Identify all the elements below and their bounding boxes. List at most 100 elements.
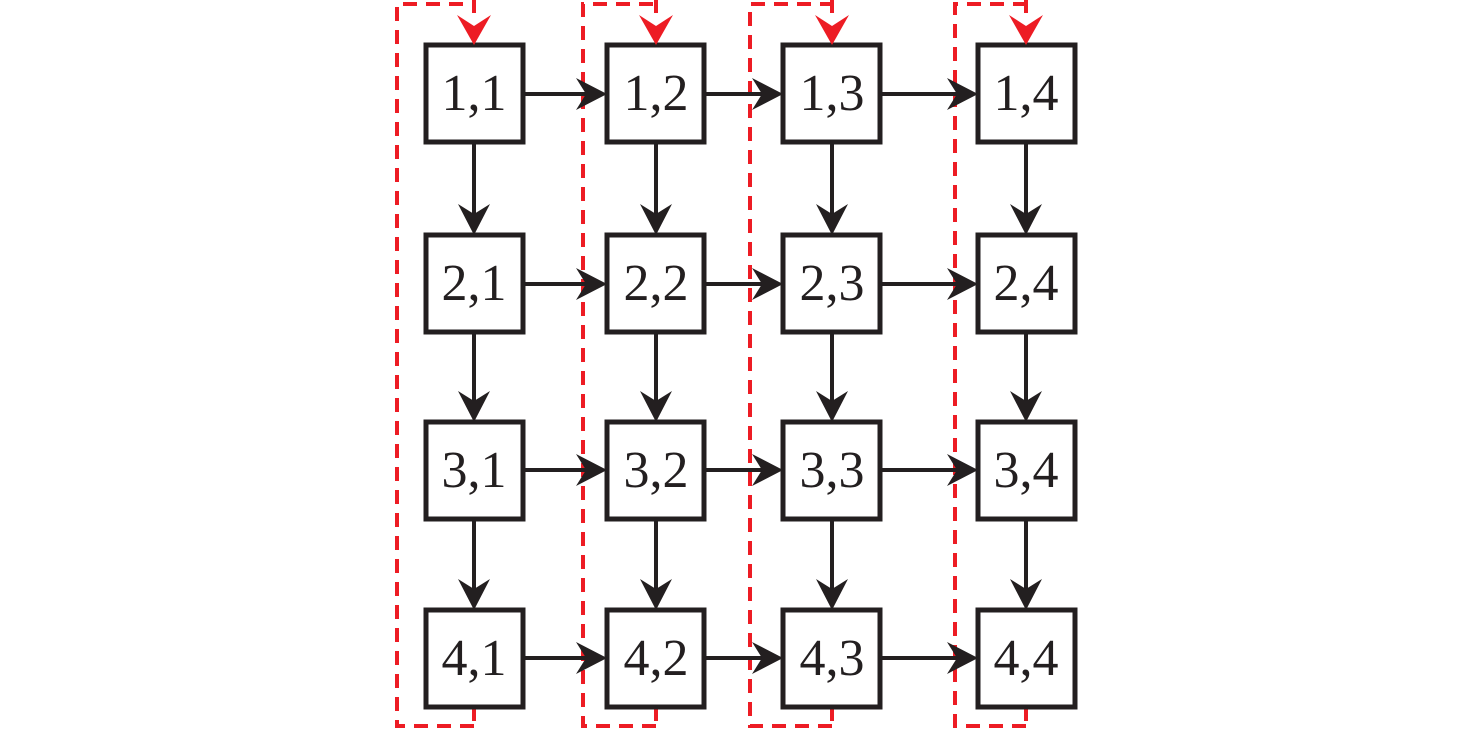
arrow-down-2-4-to-3-4 [1010,332,1042,422]
arrowhead-down [458,391,490,422]
arrowhead-down [1010,391,1042,422]
arrowhead-right [752,454,783,486]
node-box [423,607,526,710]
node-label: 4,3 [800,630,865,687]
node-2-3: 2,3 [780,232,883,335]
node-box [423,42,526,145]
node-label: 2,2 [624,255,689,312]
node-box [604,419,707,522]
arrow-down-3-3-to-4-3 [816,519,848,610]
node-box [604,232,707,335]
node-box [975,42,1078,145]
arrowhead-down [816,579,848,610]
node-3-4: 3,4 [975,419,1078,522]
arrow-down-2-1-to-3-1 [458,332,490,422]
node-2-1: 2,1 [423,232,526,335]
arrowhead-right [576,642,607,674]
feedback-loop-column-3 [748,0,834,728]
node-box [423,419,526,522]
arrowhead-right [947,78,978,110]
arrow-right-1-3-to-1-4 [880,78,978,110]
node-label: 3,1 [442,442,507,499]
node-box [975,419,1078,522]
feedback-dashed-path [581,2,656,728]
arrow-right-4-3-to-4-4 [880,642,978,674]
arrow-right-1-1-to-1-2 [523,78,607,110]
node-label: 1,1 [442,65,507,122]
node-4-1: 4,1 [423,607,526,710]
node-label: 4,2 [624,630,689,687]
feedback-arrowhead-column-4 [1009,15,1043,45]
node-label: 1,2 [624,65,689,122]
feedback-arrowhead-column-2 [639,15,673,45]
arrowhead-down [458,204,490,235]
feedback-arrowhead-column-1 [457,15,491,45]
node-1-3: 1,3 [780,42,883,145]
arrowhead-right [752,268,783,300]
arrowhead-down [816,204,848,235]
node-label: 1,3 [800,65,865,122]
arrow-right-3-1-to-3-2 [523,454,607,486]
arrow-down-1-4-to-2-4 [1010,142,1042,235]
arrowhead-right [576,78,607,110]
arrowhead-right [752,78,783,110]
arrow-down-2-3-to-3-3 [816,332,848,422]
arrowhead-down [640,204,672,235]
node-4-3: 4,3 [780,607,883,710]
arrow-right-4-2-to-4-3 [704,642,783,674]
node-1-4: 1,4 [975,42,1078,145]
feedback-dashed-path [953,2,1026,728]
node-label: 2,1 [442,255,507,312]
node-3-1: 3,1 [423,419,526,522]
arrowhead-down [458,579,490,610]
feedback-dashed-path [395,2,474,728]
node-label: 3,2 [624,442,689,499]
arrowhead-right [752,642,783,674]
arrow-right-2-1-to-2-2 [523,268,607,300]
arrow-down-1-2-to-2-2 [640,142,672,235]
arrow-down-1-1-to-2-1 [458,142,490,235]
arrowhead-right [947,642,978,674]
feedback-loop-column-1 [395,0,476,728]
node-box [780,607,883,710]
node-1-2: 1,2 [604,42,707,145]
arrowhead-right [947,454,978,486]
arrowhead-right [576,268,607,300]
node-label: 4,4 [994,630,1059,687]
arrow-right-3-3-to-3-4 [880,454,978,486]
node-box [780,419,883,522]
node-box [975,607,1078,710]
arrowhead-down [1010,579,1042,610]
node-2-2: 2,2 [604,232,707,335]
arrow-down-1-3-to-2-3 [816,142,848,235]
arrowhead-right [947,268,978,300]
node-3-3: 3,3 [780,419,883,522]
arrow-down-3-2-to-4-2 [640,519,672,610]
arrowhead-down [640,579,672,610]
arrow-right-2-3-to-2-4 [880,268,978,300]
node-box [780,42,883,145]
node-label: 2,3 [800,255,865,312]
node-box [604,607,707,710]
arrow-right-1-2-to-1-3 [704,78,783,110]
arrow-down-2-2-to-3-2 [640,332,672,422]
node-4-2: 4,2 [604,607,707,710]
feedback-arrowhead-column-3 [815,15,849,45]
feedback-dashed-path [748,2,832,728]
arrowhead-down [1010,204,1042,235]
arrow-right-4-1-to-4-2 [523,642,607,674]
node-box [780,232,883,335]
node-box [423,232,526,335]
node-label: 3,4 [994,442,1059,499]
arrow-right-3-2-to-3-3 [704,454,783,486]
node-box [975,232,1078,335]
arrowhead-down [816,391,848,422]
node-3-2: 3,2 [604,419,707,522]
node-label: 1,4 [994,65,1059,122]
arrow-down-3-4-to-4-4 [1010,519,1042,610]
feedback-loop-column-2 [581,0,658,728]
node-label: 4,1 [442,630,507,687]
arrowhead-right [576,454,607,486]
